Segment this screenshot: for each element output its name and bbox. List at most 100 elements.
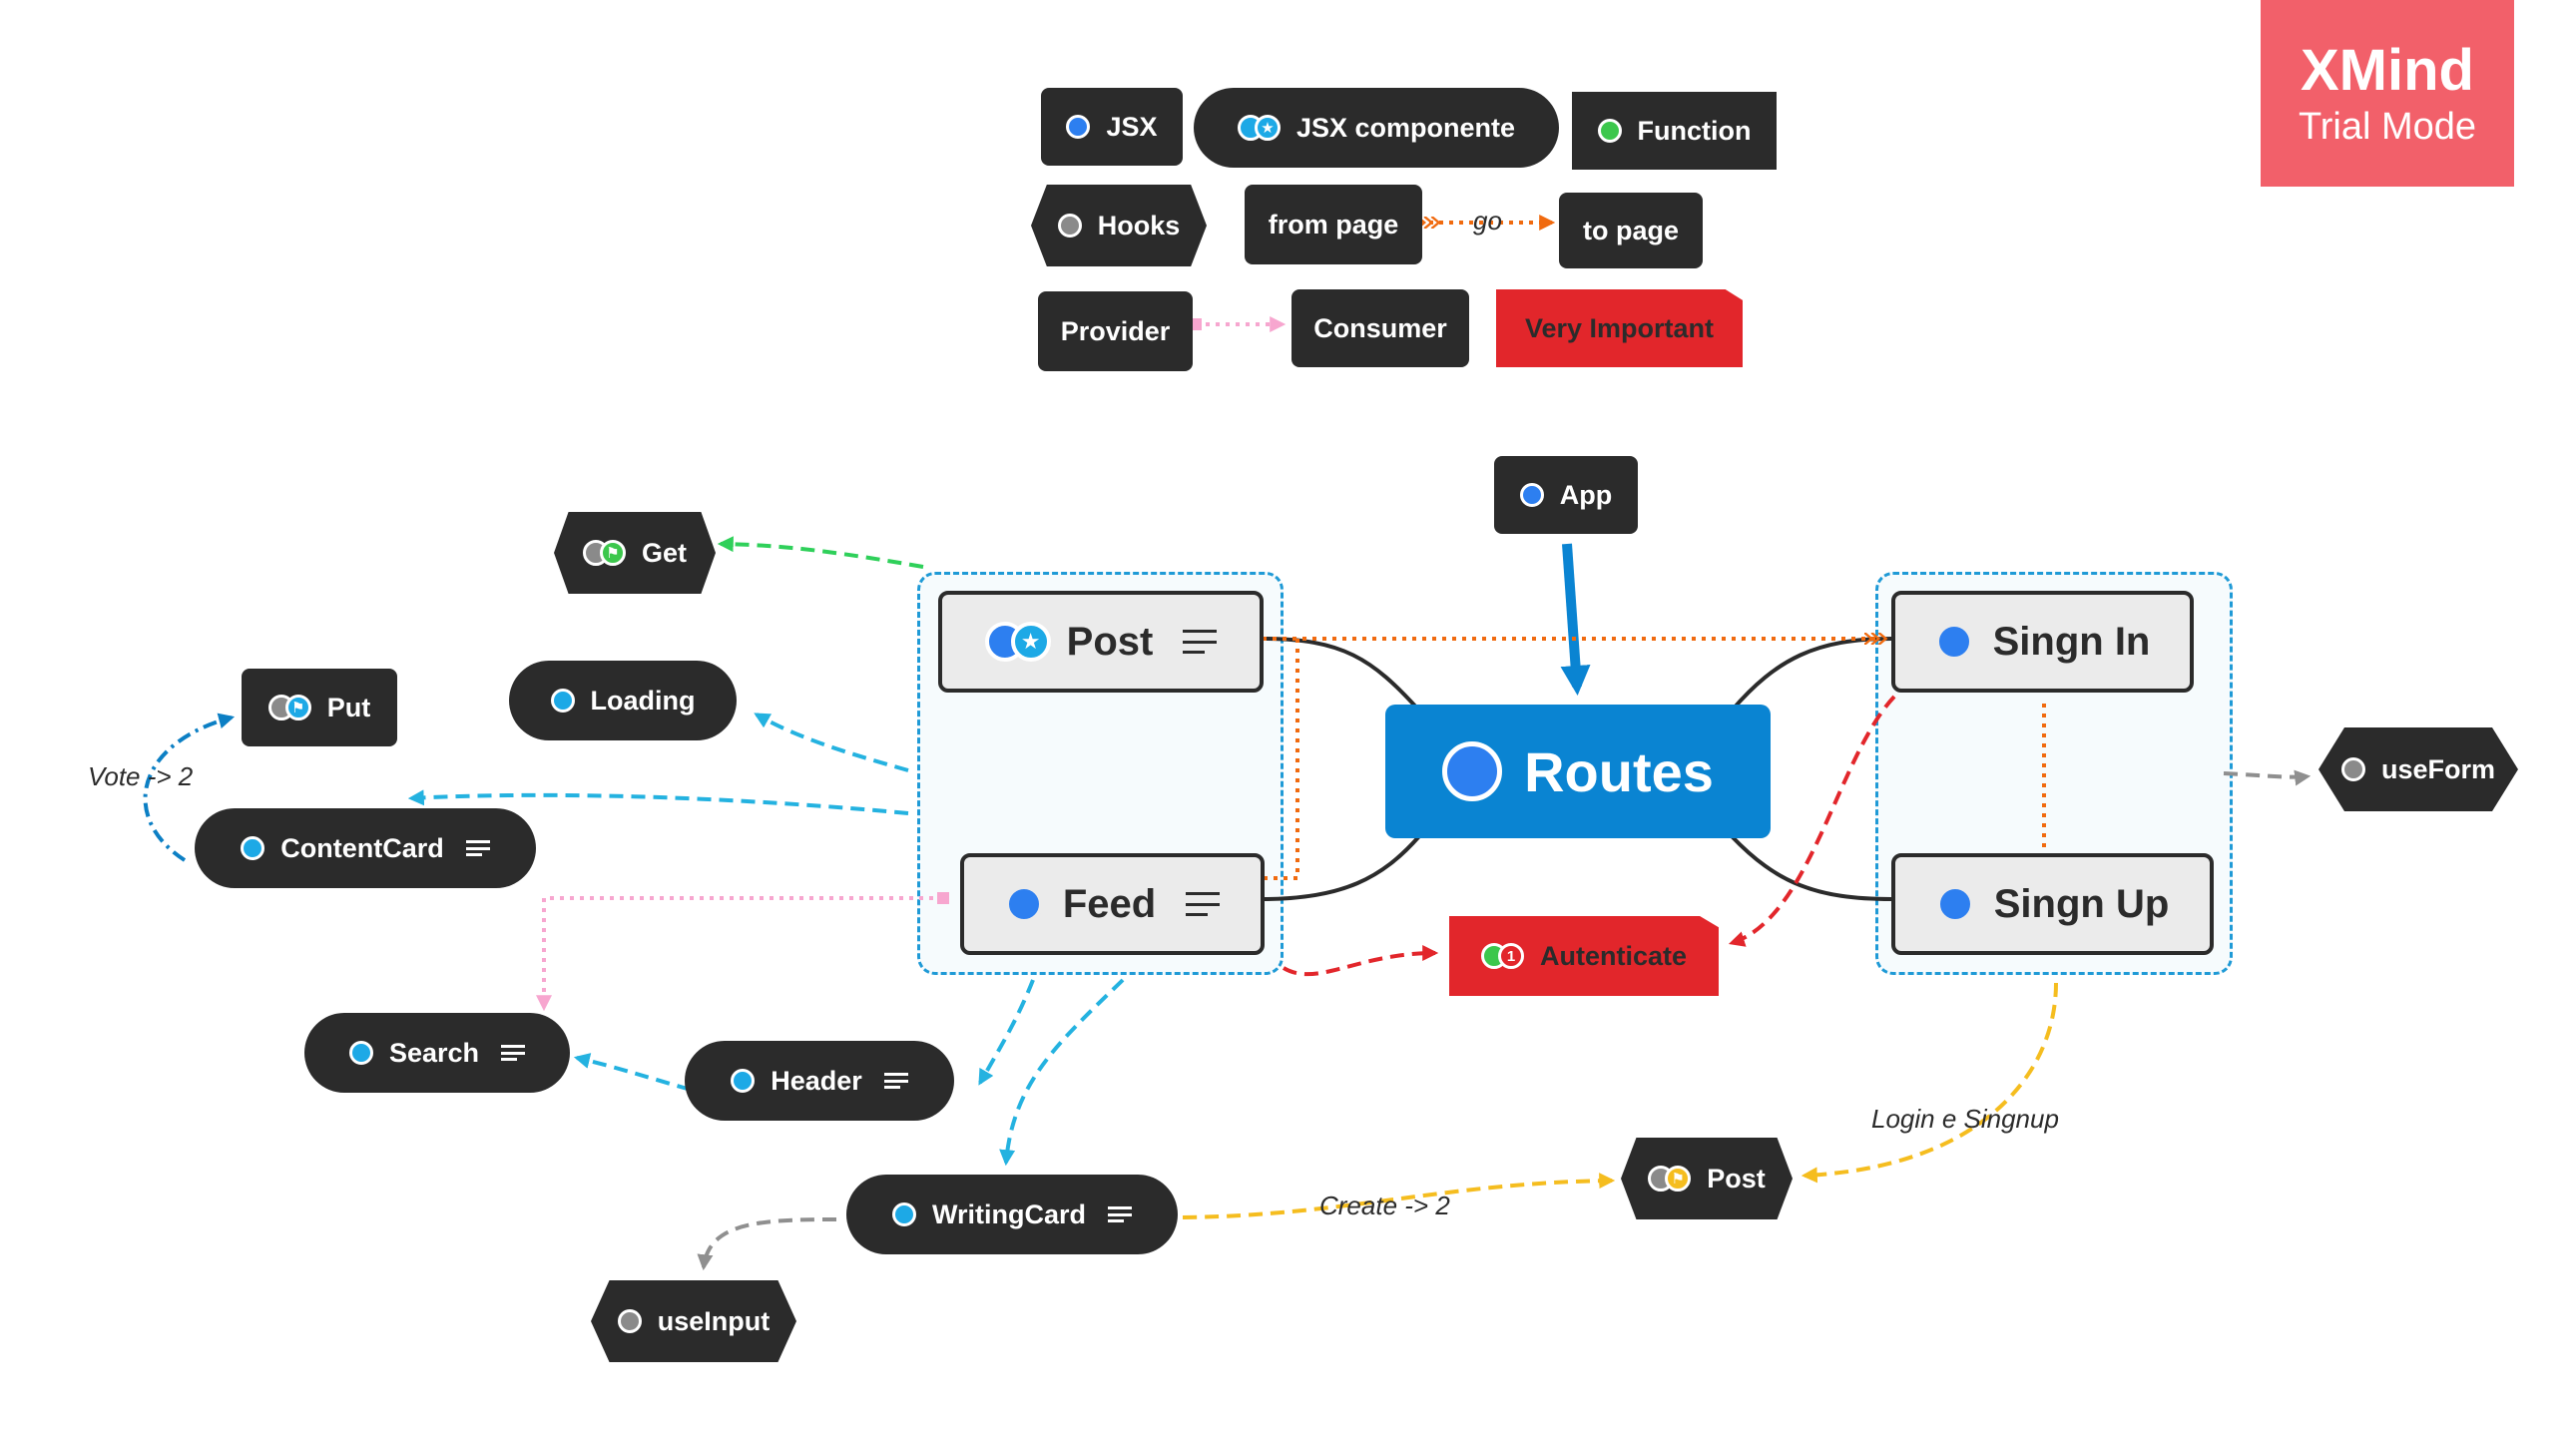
edge-writingcard-useinput xyxy=(697,1217,837,1271)
legend-from-page-label: from page xyxy=(1268,209,1399,239)
legend-function[interactable]: Function xyxy=(1572,92,1777,170)
watermark-title: XMind xyxy=(2301,37,2474,103)
legend-consumer[interactable]: Consumer xyxy=(1291,289,1469,367)
node-routes-label: Routes xyxy=(1524,739,1714,803)
legend-go-label: go xyxy=(1473,206,1502,236)
legend-jsx-label: JSX xyxy=(1106,111,1158,142)
node-writingcard[interactable]: WritingCard xyxy=(846,1175,1178,1254)
node-feed[interactable]: Feed xyxy=(960,853,1265,955)
marker-dot-icon xyxy=(731,1069,756,1093)
node-autenticate-label: Autenticate xyxy=(1539,940,1688,971)
marker-dot-icon xyxy=(1004,885,1043,923)
marker-dot-icon xyxy=(1519,483,1544,507)
edge-app-routes xyxy=(1560,543,1591,696)
node-app-label: App xyxy=(1559,479,1613,510)
node-post-hook-label: Post xyxy=(1707,1163,1766,1194)
marker-dot-icon xyxy=(1597,119,1622,143)
notes-icon[interactable] xyxy=(883,1073,908,1089)
node-loading-label: Loading xyxy=(590,685,696,716)
legend-jsx[interactable]: JSX xyxy=(1041,88,1183,166)
node-header[interactable]: Header xyxy=(685,1041,954,1121)
notes-icon[interactable] xyxy=(1186,892,1221,916)
edge-contentcard-put xyxy=(143,713,236,862)
notes-icon[interactable] xyxy=(1108,1206,1132,1222)
watermark-subtitle: Trial Mode xyxy=(2298,105,2477,148)
marker-dot-icon xyxy=(241,836,265,860)
legend-to-page[interactable]: to page xyxy=(1559,193,1703,268)
node-feed-label: Feed xyxy=(1062,881,1157,926)
xmind-trial-watermark: XMind Trial Mode xyxy=(2261,0,2514,187)
edge-label-login: Login e Singnup xyxy=(1871,1104,2059,1134)
legend-very-important[interactable]: Very Important xyxy=(1496,289,1743,367)
edge-feed-loading xyxy=(754,713,909,772)
legend-provider[interactable]: Provider xyxy=(1038,291,1193,371)
flag-icon: ⚑ xyxy=(1665,1166,1692,1192)
legend-function-label: Function xyxy=(1637,115,1752,146)
notes-icon[interactable] xyxy=(465,840,490,856)
marker-dot-icon xyxy=(617,1309,642,1333)
marker-dot-icon xyxy=(1935,885,1974,923)
flag-icon: ⚑ xyxy=(599,540,626,566)
marker-dot-icon xyxy=(1934,623,1973,661)
branch-routes-signup xyxy=(1730,834,1892,901)
notes-icon[interactable] xyxy=(501,1045,526,1061)
node-search[interactable]: Search xyxy=(304,1013,570,1093)
node-signin-label: Singn In xyxy=(1992,619,2151,664)
marker-dot-icon xyxy=(1066,115,1091,139)
edge-feed-contentcard xyxy=(407,789,909,815)
notes-icon[interactable] xyxy=(1183,630,1218,654)
node-signin[interactable]: Singn In xyxy=(1891,591,2194,693)
node-useinput-label: useInput xyxy=(657,1305,771,1336)
node-signup[interactable]: Singn Up xyxy=(1891,853,2214,955)
edge-label-vote: Vote -> 2 xyxy=(88,761,194,791)
priority-1-icon: 1 xyxy=(1497,943,1524,969)
marker-dot-icon xyxy=(1442,741,1503,801)
legend-jsx-component[interactable]: ★ JSX componente xyxy=(1194,88,1559,168)
node-contentcard[interactable]: ContentCard xyxy=(195,808,536,888)
legend-provider-label: Provider xyxy=(1060,315,1171,346)
edge-header-search xyxy=(573,1053,692,1092)
edge-post-get xyxy=(717,536,924,569)
legend-from-page[interactable]: from page xyxy=(1245,185,1422,264)
marker-dot-icon xyxy=(1057,214,1082,238)
marker-dot-icon xyxy=(2340,757,2365,781)
node-writingcard-label: WritingCard xyxy=(932,1198,1086,1229)
edge-feed-autenticate xyxy=(1282,945,1439,977)
flag-icon: ⚑ xyxy=(284,695,311,720)
node-get[interactable]: ⚑ Get xyxy=(554,512,716,594)
branch-routes-post xyxy=(1262,637,1421,713)
node-get-label: Get xyxy=(641,537,687,568)
node-contentcard-label: ContentCard xyxy=(280,832,444,863)
node-post-label: Post xyxy=(1066,619,1154,664)
node-app[interactable]: App xyxy=(1494,456,1638,534)
node-autenticate[interactable]: 1 Autenticate xyxy=(1449,916,1719,996)
edge-signup-posthook xyxy=(1801,982,2058,1184)
node-loading[interactable]: Loading xyxy=(509,661,737,740)
node-post[interactable]: ★ Post xyxy=(938,591,1264,693)
marker-dot-icon xyxy=(892,1202,916,1226)
node-signup-label: Singn Up xyxy=(1993,881,2170,926)
node-search-label: Search xyxy=(388,1037,480,1068)
node-post-hook[interactable]: ⚑ Post xyxy=(1621,1138,1793,1219)
node-useinput[interactable]: useInput xyxy=(591,1280,796,1362)
node-put[interactable]: ⚑ Put xyxy=(242,669,397,746)
node-useform-label: useForm xyxy=(2380,753,2496,784)
node-put-label: Put xyxy=(326,692,371,722)
branch-routes-feed xyxy=(1262,834,1421,901)
legend-hooks[interactable]: Hooks xyxy=(1031,185,1207,266)
edge-group-useform xyxy=(2223,769,2312,786)
legend-to-page-label: to page xyxy=(1582,215,1679,245)
node-useform[interactable]: useForm xyxy=(2318,727,2518,811)
node-routes[interactable]: Routes xyxy=(1385,705,1771,838)
marker-dot-icon xyxy=(550,689,575,713)
edge-label-create: Create -> 2 xyxy=(1319,1191,1450,1220)
marker-dot-icon xyxy=(348,1041,373,1065)
edge-feed-search xyxy=(536,892,949,1012)
legend-hooks-label: Hooks xyxy=(1097,210,1181,240)
star-icon: ★ xyxy=(1010,622,1051,662)
legend-very-important-label: Very Important xyxy=(1524,312,1715,343)
node-header-label: Header xyxy=(771,1065,862,1096)
legend-consumer-label: Consumer xyxy=(1313,312,1447,343)
branch-routes-signin xyxy=(1730,637,1892,713)
